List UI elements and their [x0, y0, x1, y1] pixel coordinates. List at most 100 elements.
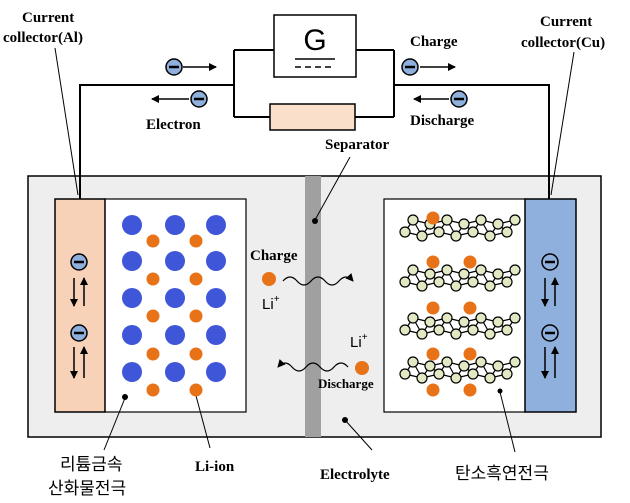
li-ion: [146, 272, 160, 286]
carbon-atom: [467, 368, 479, 380]
cathode-lattice: [122, 215, 226, 397]
label-charge-mid: Charge: [250, 248, 298, 264]
li-ion-label-1: Li+: [262, 294, 280, 313]
right-collector-electrons: [541, 253, 559, 379]
carbon-atom: [484, 280, 496, 292]
metal-atom: [206, 325, 226, 345]
li-ion: [189, 234, 203, 248]
carbon-atom: [484, 372, 496, 384]
label-cathode-kor-1: 리튬금속: [60, 455, 123, 475]
carbon-atom: [492, 268, 504, 280]
carbon-atom: [416, 230, 428, 242]
li-ion: [426, 347, 440, 361]
carbon-atom: [475, 312, 487, 324]
metal-atom: [165, 251, 185, 271]
resistor: [269, 103, 356, 131]
carbon-atom: [416, 280, 428, 292]
li-ion: [189, 309, 203, 323]
metal-atom: [165, 325, 185, 345]
label-collector-left-1: Current: [22, 10, 74, 26]
cathode-collector: [54, 198, 106, 413]
carbon-atom: [450, 328, 462, 340]
li-ion: [463, 383, 477, 397]
graphite-bonds: [404, 219, 516, 237]
carbon-atom: [484, 328, 496, 340]
carbon-atom: [424, 360, 436, 372]
carbon-atom: [407, 312, 419, 324]
carbon-atom: [441, 356, 453, 368]
carbon-atom: [433, 368, 445, 380]
label-separator: Separator: [325, 137, 389, 153]
label-electrolyte: Electrolyte: [320, 467, 390, 483]
li-ion: [189, 272, 203, 286]
carbon-atom: [441, 214, 453, 226]
carbon-atom: [509, 214, 521, 226]
metal-atom: [122, 251, 142, 271]
label-collector-left-2: collector(Al): [3, 30, 83, 46]
li-ion: [463, 301, 477, 315]
li-ion: [146, 383, 160, 397]
carbon-atom: [407, 214, 419, 226]
carbon-atom: [399, 368, 411, 380]
carbon-atom: [424, 268, 436, 280]
graphite-bonds: [404, 361, 516, 379]
label-electron: Electron: [146, 117, 201, 133]
li-ion: [426, 211, 440, 225]
ion-migration: Charge Li+ Li+ Discharge: [250, 248, 374, 391]
separator: [305, 176, 321, 437]
carbon-atom: [433, 226, 445, 238]
carbon-atom: [501, 324, 513, 336]
carbon-atom: [450, 280, 462, 292]
metal-atom: [206, 362, 226, 382]
carbon-atom: [509, 312, 521, 324]
carbon-atom: [475, 356, 487, 368]
carbon-atom: [501, 368, 513, 380]
metal-atom: [206, 288, 226, 308]
carbon-atom: [467, 276, 479, 288]
carbon-atom: [433, 276, 445, 288]
carbon-atom: [450, 230, 462, 242]
carbon-atom: [399, 276, 411, 288]
metal-atom: [165, 215, 185, 235]
graphite-bonds: [404, 317, 516, 335]
carbon-atom: [509, 264, 521, 276]
li-ion: [189, 347, 203, 361]
label-cathode-kor-2: 산화물전극: [48, 479, 126, 499]
carbon-atom: [424, 316, 436, 328]
label-charge-top: Charge: [410, 34, 458, 50]
carbon-atom: [492, 316, 504, 328]
metal-atom: [206, 215, 226, 235]
carbon-atom: [492, 360, 504, 372]
galvanometer-label: G: [303, 24, 326, 57]
li-ion: [426, 255, 440, 269]
top-electron-flow: [151, 58, 468, 108]
carbon-atom: [399, 324, 411, 336]
carbon-atom: [433, 324, 445, 336]
carbon-atom: [458, 218, 470, 230]
metal-atom: [165, 362, 185, 382]
carbon-atom: [450, 372, 462, 384]
li-ion: [189, 383, 203, 397]
carbon-atom: [475, 214, 487, 226]
metal-atom: [122, 215, 142, 235]
carbon-atom: [458, 316, 470, 328]
metal-atom: [122, 362, 142, 382]
carbon-atom: [416, 328, 428, 340]
li-ion: [463, 255, 477, 269]
external-circuit: [79, 49, 550, 199]
anode-lattice: [399, 211, 521, 397]
metal-atom: [122, 288, 142, 308]
carbon-atom: [475, 264, 487, 276]
carbon-atom: [458, 268, 470, 280]
carbon-atom: [407, 264, 419, 276]
carbon-atom: [509, 356, 521, 368]
li-ion: [426, 383, 440, 397]
carbon-atom: [467, 226, 479, 238]
label-anode-kor: 탄소흑연전극: [455, 464, 549, 484]
carbon-atom: [458, 360, 470, 372]
li-ion: [146, 309, 160, 323]
left-collector-electrons: [70, 253, 88, 379]
carbon-atom: [467, 324, 479, 336]
metal-atom: [122, 325, 142, 345]
